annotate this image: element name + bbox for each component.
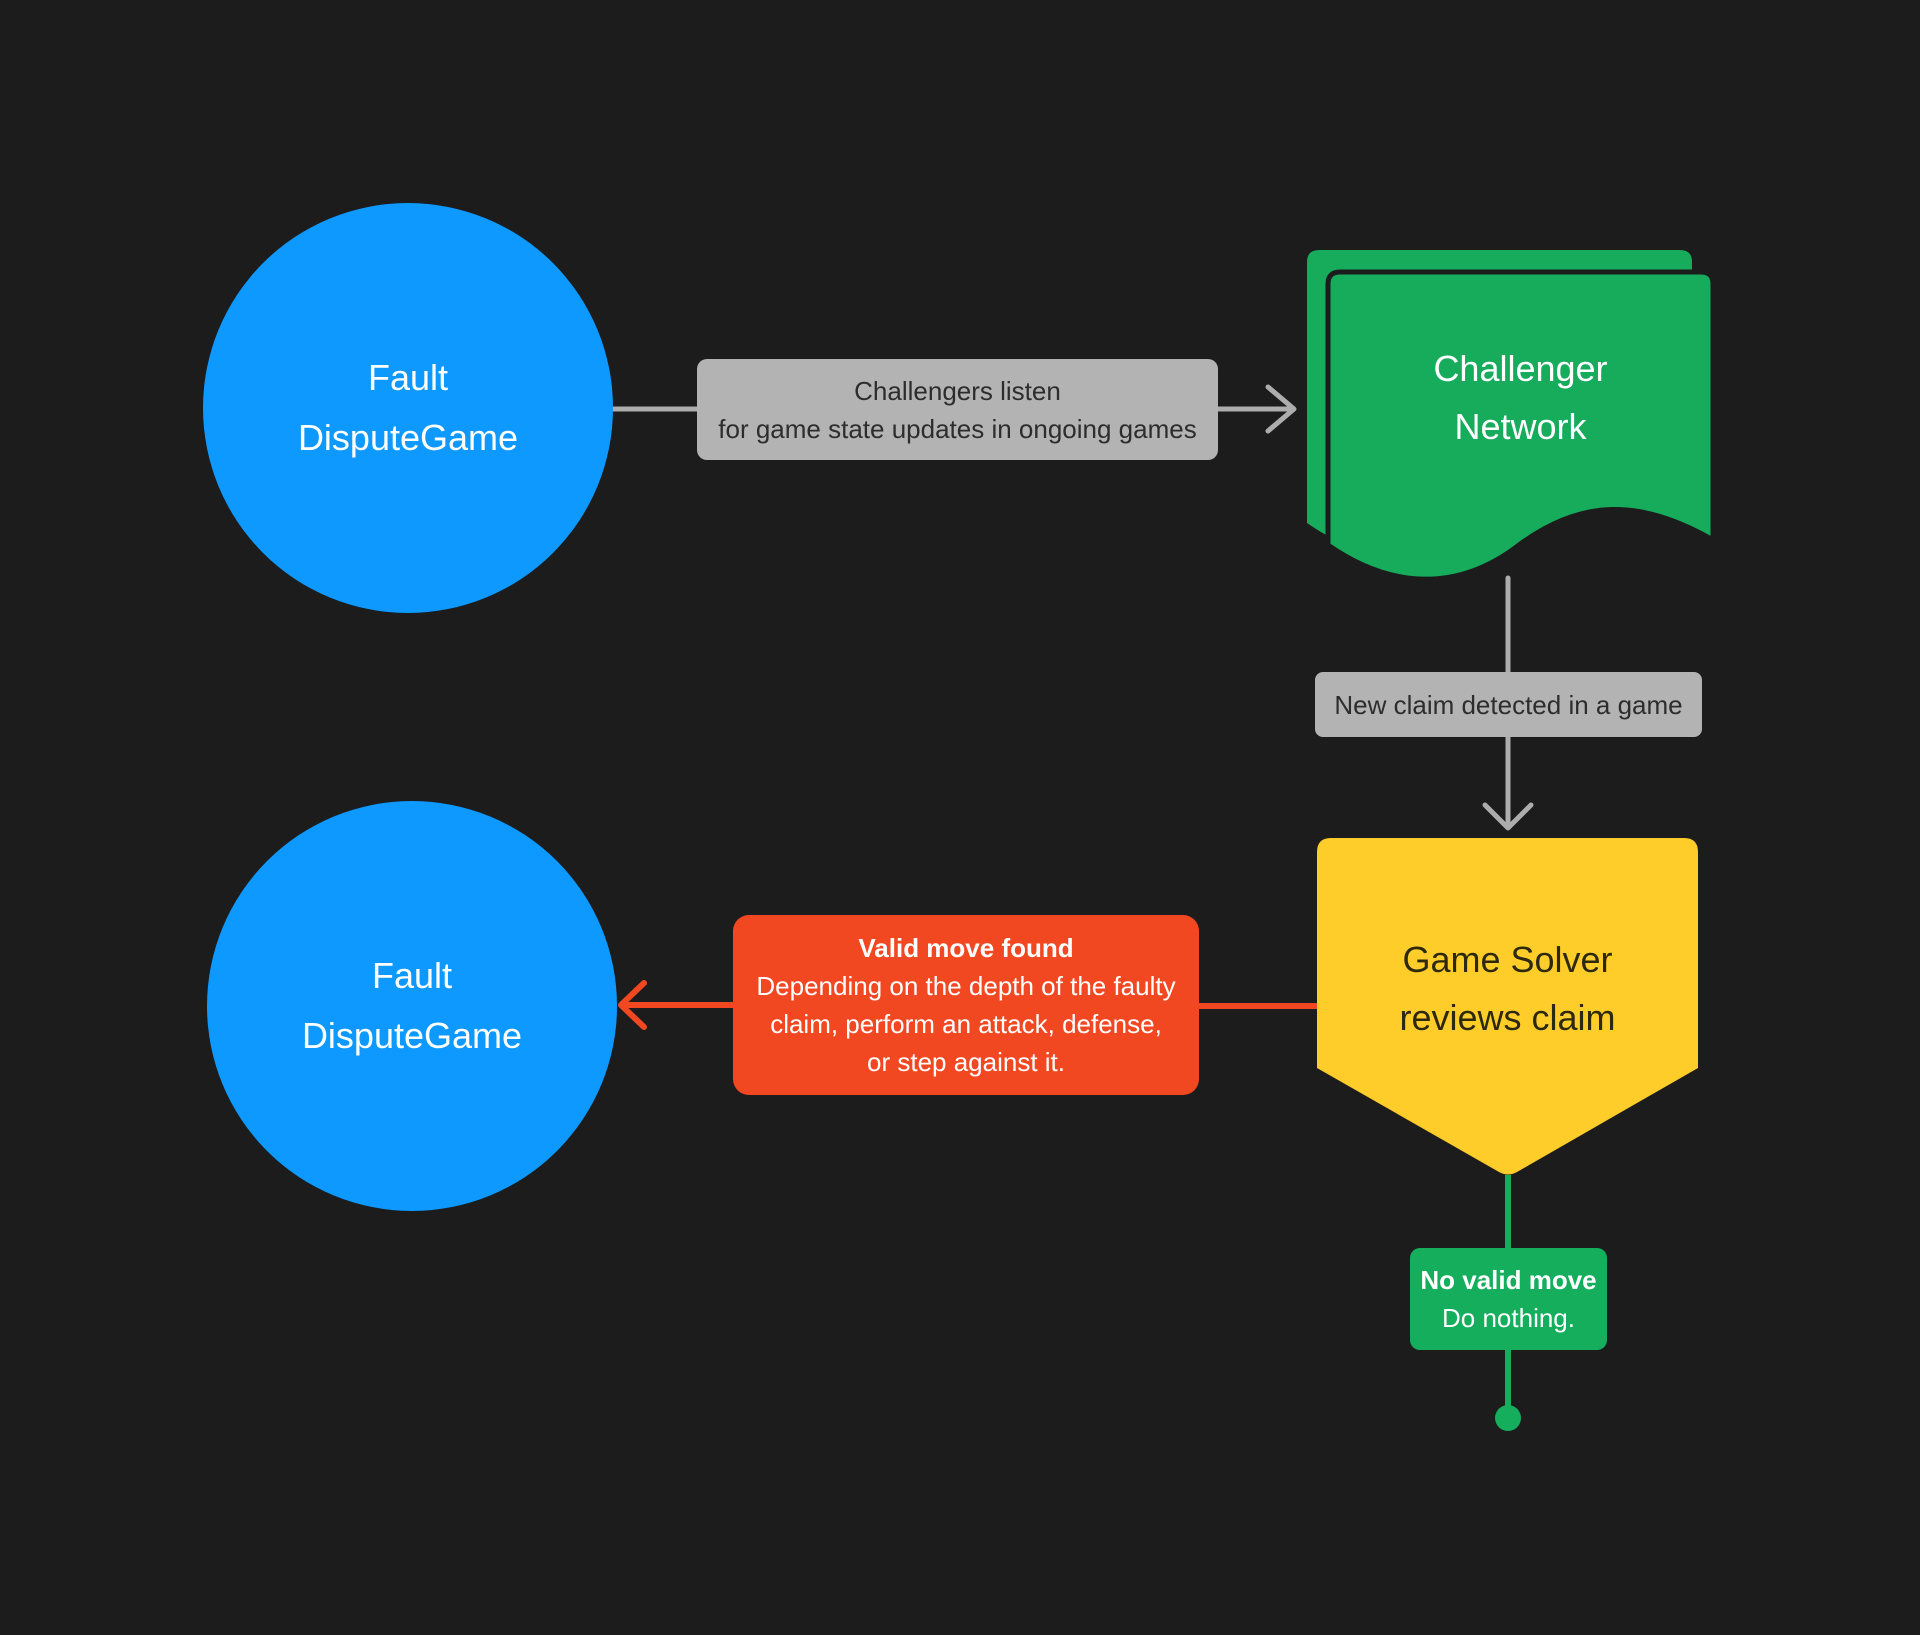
arrowhead-right-icon (1265, 384, 1297, 434)
edge-label-line: New claim detected in a game (1334, 689, 1683, 720)
edge-label-no-valid-move: No valid move Do nothing. (1410, 1248, 1607, 1350)
edge-label-new-claim: New claim detected in a game (1315, 672, 1702, 737)
edge-label-line: Depending on the depth of the faulty (756, 971, 1176, 1001)
edge-label-line: for game state updates in ongoing games (718, 413, 1197, 444)
edge-label-line: or step against it. (867, 1047, 1065, 1077)
edge-label-valid-move-found: Valid move found Depending on the depth … (733, 915, 1199, 1095)
edge-label-line: Do nothing. (1442, 1303, 1575, 1333)
edge-label-line: Challengers listen (854, 375, 1061, 406)
connector-end-dot-icon (1495, 1405, 1521, 1431)
node-fault-dispute-game-top: Fault DisputeGame (203, 203, 613, 613)
node-label-line: Fault (367, 357, 449, 398)
edge-label-challengers-listen: Challengers listen for game state update… (697, 359, 1218, 460)
arrowhead-down-icon (1482, 802, 1534, 831)
arrowhead-left-icon (618, 980, 647, 1030)
node-challenger-network-shape (1325, 269, 1716, 582)
node-game-solver-shape (1317, 838, 1698, 1175)
node-label-line: DisputeGame (301, 1015, 523, 1056)
node-fault-dispute-game-bottom: Fault DisputeGame (207, 801, 617, 1211)
edge-label-line: claim, perform an attack, defense, (770, 1009, 1162, 1039)
node-label-line: DisputeGame (297, 417, 519, 458)
edge-label-title: No valid move (1420, 1265, 1597, 1295)
edge-label-title: Valid move found (858, 933, 1074, 963)
node-label-line: Fault (371, 955, 453, 996)
